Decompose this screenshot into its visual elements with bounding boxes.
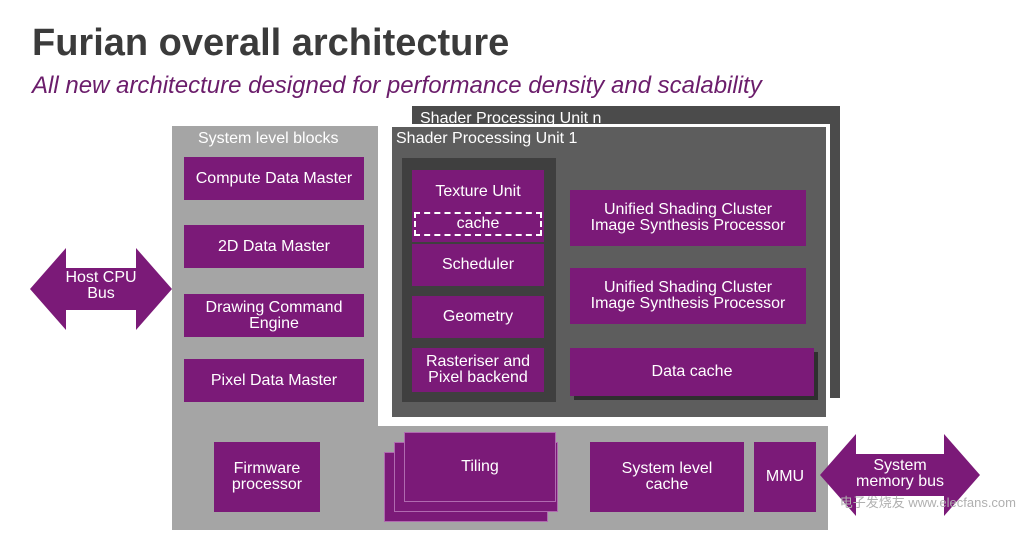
tiling-label: Tiling: [461, 458, 499, 475]
firmware-processor: Firmware processor: [214, 442, 320, 512]
texture-unit-label: Texture Unit: [435, 183, 521, 200]
data-cache: Data cache: [570, 348, 814, 396]
compute-data-master: Compute Data Master: [184, 157, 364, 200]
texture-cache: cache: [414, 212, 542, 236]
system-memory-bus-arrow: [820, 434, 980, 516]
system-memory-bus-label: System memory bus: [855, 457, 945, 490]
texture-unit: Texture Unit: [412, 170, 544, 242]
texture-cache-label: cache: [456, 215, 500, 232]
system-level-cache: System level cache: [590, 442, 744, 512]
tiling: Tiling: [404, 432, 556, 502]
watermark: 电子发烧友 www.elecfans.com: [839, 495, 1016, 510]
pixel-data-master: Pixel Data Master: [184, 359, 364, 402]
geometry: Geometry: [412, 296, 544, 338]
usc-isp-2: Unified Shading Cluster Image Synthesis …: [570, 268, 806, 324]
scheduler: Scheduler: [412, 244, 544, 286]
usc-isp-1: Unified Shading Cluster Image Synthesis …: [570, 190, 806, 246]
system-level-blocks-label: System level blocks: [198, 130, 339, 147]
slide-subtitle: All new architecture designed for perfor…: [32, 72, 762, 99]
2d-data-master: 2D Data Master: [184, 225, 364, 268]
mmu: MMU: [754, 442, 816, 512]
host-cpu-bus-label: Host CPU Bus: [65, 269, 137, 302]
host-cpu-bus-arrow: [30, 248, 172, 330]
spu-n-label: Shader Processing Unit n: [420, 110, 602, 127]
rasteriser-pixel-backend: Rasteriser and Pixel backend: [412, 348, 544, 392]
slide-title: Furian overall architecture: [32, 22, 510, 64]
drawing-command-engine: Drawing Command Engine: [184, 294, 364, 337]
spu-1-label: Shader Processing Unit 1: [396, 130, 578, 147]
